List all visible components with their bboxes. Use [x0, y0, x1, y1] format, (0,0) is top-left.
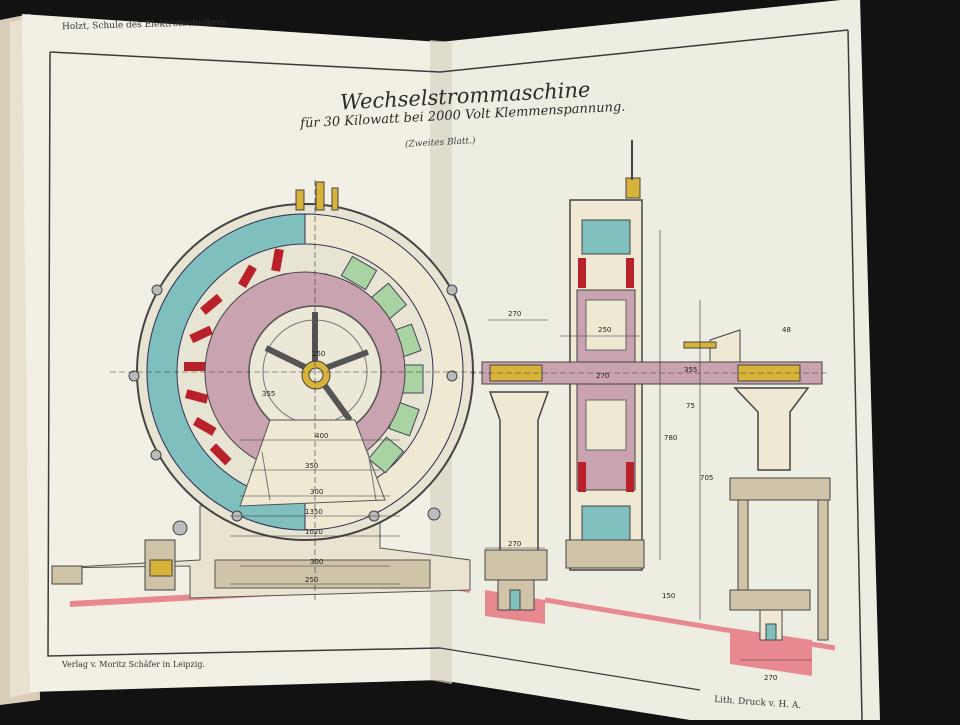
- dim-label: 250: [312, 350, 325, 358]
- stator-section-bottom: [581, 505, 631, 541]
- dim-label: 270: [596, 372, 609, 380]
- frame-right: [847, 29, 863, 721]
- dim-label: 270: [508, 310, 521, 318]
- top-terminals: [295, 181, 339, 211]
- frame-left: [47, 51, 441, 657]
- dim-label: 300: [310, 558, 323, 566]
- dim-label: 150: [662, 592, 675, 600]
- dim-label: 270: [764, 674, 777, 682]
- dim-label: 705: [700, 474, 713, 482]
- pedestal: [239, 419, 386, 507]
- stator-section-top: [581, 219, 631, 255]
- side-view-drawing: 270 250 270 355 705 270 780 150 75 48 27…: [470, 140, 836, 682]
- dim-label: 355: [684, 366, 697, 374]
- dim-label: 48: [782, 326, 791, 334]
- dim-label: 1350: [305, 508, 323, 516]
- dim-label: 300: [310, 488, 323, 496]
- right-bearing-pedestal: [733, 387, 810, 471]
- dim-label: 270: [508, 540, 521, 548]
- dim-label: 355: [262, 390, 275, 398]
- dim-label: 400: [315, 432, 328, 440]
- stator-ring: [146, 213, 306, 531]
- frame-top: [49, 29, 849, 73]
- dim-label: 250: [598, 326, 611, 334]
- dim-label: 1020: [305, 528, 323, 536]
- left-coupling: [51, 565, 83, 585]
- dim-label: 75: [686, 402, 695, 410]
- front-view-drawing: 400 350 300 1350 1020 300 250 355 250: [51, 180, 500, 607]
- stator-windings: [184, 248, 284, 466]
- dim-label: 350: [305, 462, 318, 470]
- dim-label: 780: [664, 434, 677, 442]
- dim-label: 250: [305, 576, 318, 584]
- casing-bolts: [128, 284, 458, 536]
- publisher-imprint: Verlag v. Moritz Schäfer in Leipzig.: [62, 660, 205, 669]
- base-casing: [214, 559, 431, 589]
